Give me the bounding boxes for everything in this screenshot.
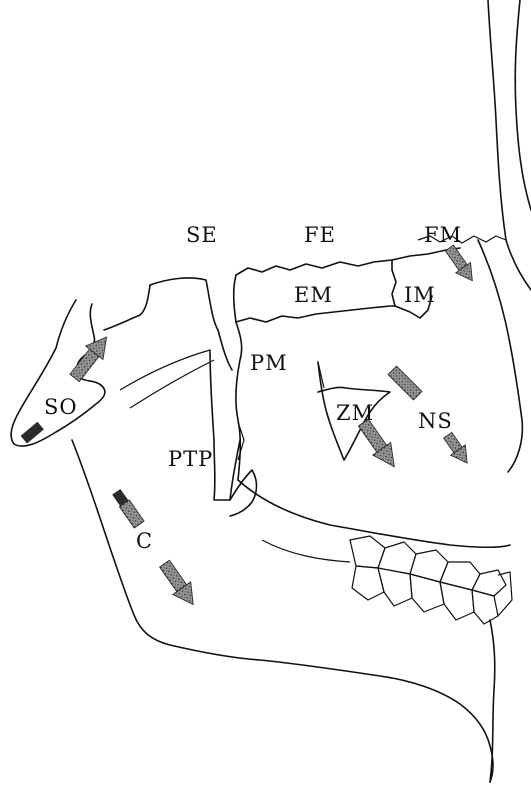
label-c: C — [136, 529, 153, 553]
alveolar-line — [262, 540, 350, 562]
label-zm: ZM — [336, 401, 374, 425]
em-upper-boundary — [236, 260, 392, 275]
frontal-profile-outline — [515, 0, 531, 210]
so-condyle-outline — [11, 300, 105, 446]
ptp-line-2 — [130, 360, 214, 408]
label-ptp: PTP — [168, 447, 213, 471]
temporal-outline — [104, 285, 150, 330]
em-right-boundary — [392, 260, 396, 306]
label-se: SE — [186, 223, 218, 247]
em-left-boundary — [234, 275, 236, 322]
label-fe: FE — [304, 223, 336, 247]
mandible-outline — [72, 440, 493, 782]
maxilla-lower-edge — [238, 480, 510, 547]
teeth-group — [350, 536, 512, 624]
fm-growth-arrow — [442, 243, 480, 286]
so-growth-arrow — [21, 330, 116, 443]
ptp-plate — [210, 350, 240, 500]
label-em: EM — [294, 283, 333, 307]
label-ns: NS — [418, 409, 453, 433]
label-im: IM — [404, 283, 436, 307]
label-fm: FM — [424, 223, 462, 247]
mandible-chin-outline — [490, 620, 495, 782]
nasal-profile-outline — [488, 0, 531, 290]
label-so: SO — [44, 395, 78, 419]
ptp-line — [120, 350, 210, 390]
em-lower-boundary — [236, 306, 395, 322]
label-pm: PM — [250, 351, 288, 375]
facial-profile-outline — [478, 240, 522, 472]
